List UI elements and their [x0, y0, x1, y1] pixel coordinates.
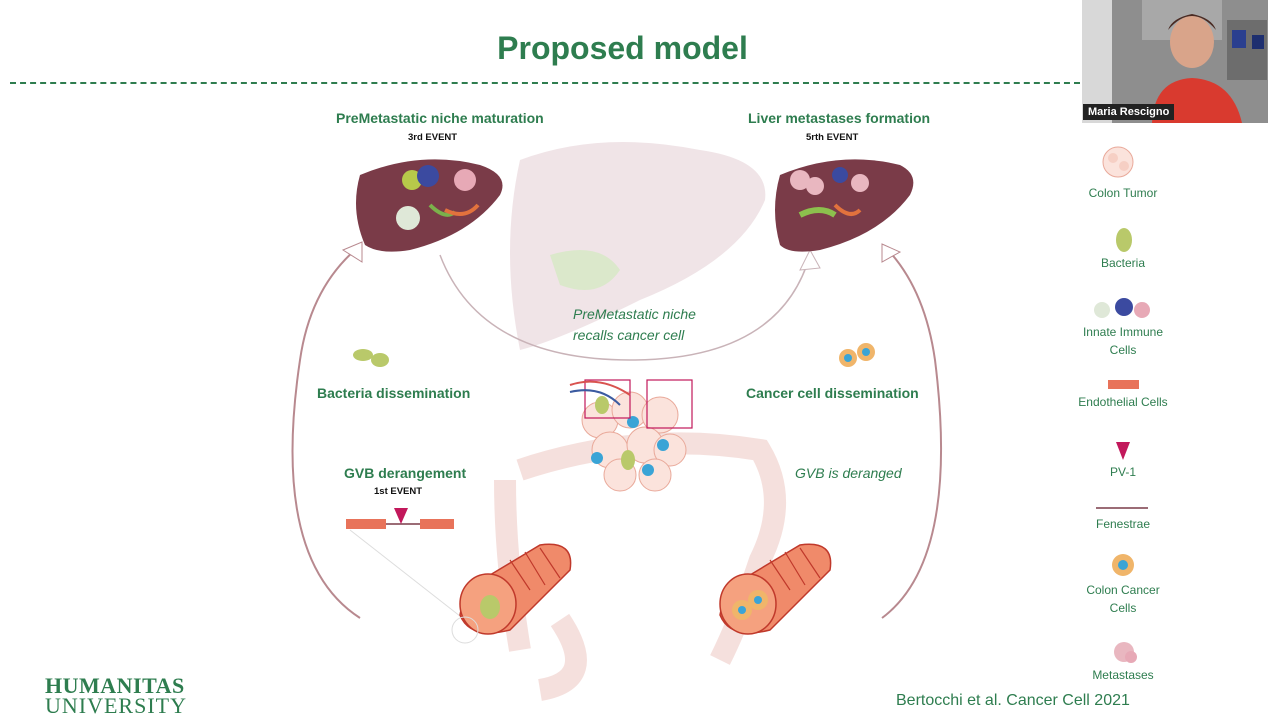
pv1-marker	[394, 508, 408, 524]
arc-arrowhead	[799, 248, 821, 271]
label-bacteria-dissemination: Bacteria dissemination	[317, 385, 471, 401]
label-liver-metastases: Liver metastases formation	[748, 110, 931, 126]
label-5rth-event: 5rth EVENT	[806, 132, 859, 143]
endothelial-cells-icon	[1108, 380, 1139, 389]
video-feed-illustration	[1082, 0, 1268, 123]
center-arc	[439, 254, 811, 361]
endothelial-cell-right	[420, 519, 454, 529]
legend-bacteria: Bacteria	[1100, 256, 1146, 270]
legend-icons	[1094, 146, 1150, 663]
right-arrowhead	[881, 243, 902, 263]
pv1-icon	[1116, 442, 1130, 460]
center-note-line2: recalls cancer cell	[573, 327, 685, 343]
colon-cancer-cells-icon	[1112, 554, 1134, 576]
center-note-line1: PreMetastatic niche	[573, 306, 696, 322]
label-cancer-cell-dissemination: Cancer cell dissemination	[746, 385, 919, 401]
label-gvb-deranged: GVB is deranged	[795, 465, 902, 481]
label-1st-event: 1st EVENT	[374, 486, 423, 497]
legend-metastases: Metastases	[1092, 668, 1154, 682]
slide-title: Proposed model	[497, 30, 748, 66]
title-divider	[10, 82, 1080, 84]
colon-segment-right	[719, 543, 832, 635]
legend-innate-immune-line2: Cells	[1109, 343, 1137, 357]
vessel-box-left	[584, 379, 631, 419]
tumor-cluster	[581, 391, 687, 492]
logo-line1: HUMANITAS	[45, 673, 185, 698]
legend-endothelial: Endothelial Cells	[1078, 395, 1168, 409]
legend-colon-cancer: Colon Cancer	[1086, 583, 1160, 597]
legend-colon-tumor: Colon Tumor	[1088, 186, 1158, 200]
label-3rd-event: 3rd EVENT	[408, 132, 458, 143]
citation: Bertocchi et al. Cancer Cell 2021	[896, 692, 1130, 709]
legend-innate-immune: Innate Immune	[1082, 325, 1164, 339]
left-cycle-arrow	[291, 249, 361, 619]
label-gvb-derangement: GVB derangement	[344, 465, 467, 481]
faint-liver	[510, 142, 766, 350]
innate-immune-cells-icon	[1094, 298, 1150, 318]
legend-colon-cancer-line2: Cells	[1109, 601, 1137, 615]
right-cycle-arrow	[881, 249, 943, 619]
participant-video[interactable]	[1082, 0, 1268, 123]
left-arrowhead	[341, 241, 363, 263]
diagram-illustration	[291, 142, 943, 701]
logo-line2: UNIVERSITY	[45, 693, 187, 718]
colon-tumor-icon	[1102, 146, 1134, 178]
colon-segment-left	[451, 543, 572, 644]
participant-name-tag: Maria Rescigno	[1083, 104, 1175, 120]
vessel-box-right	[646, 379, 693, 429]
label-premetastatic-niche: PreMetastatic niche maturation	[336, 110, 544, 126]
metastases-icon	[1114, 642, 1137, 663]
bacteria-cluster-left	[353, 349, 373, 361]
faint-gallbladder	[550, 250, 620, 290]
legend-fenestrae: Fenestrae	[1095, 517, 1151, 531]
bacteria-icon	[1116, 228, 1132, 252]
legend-pv1: PV-1	[1109, 465, 1136, 479]
endothelial-cell-left	[346, 519, 386, 529]
